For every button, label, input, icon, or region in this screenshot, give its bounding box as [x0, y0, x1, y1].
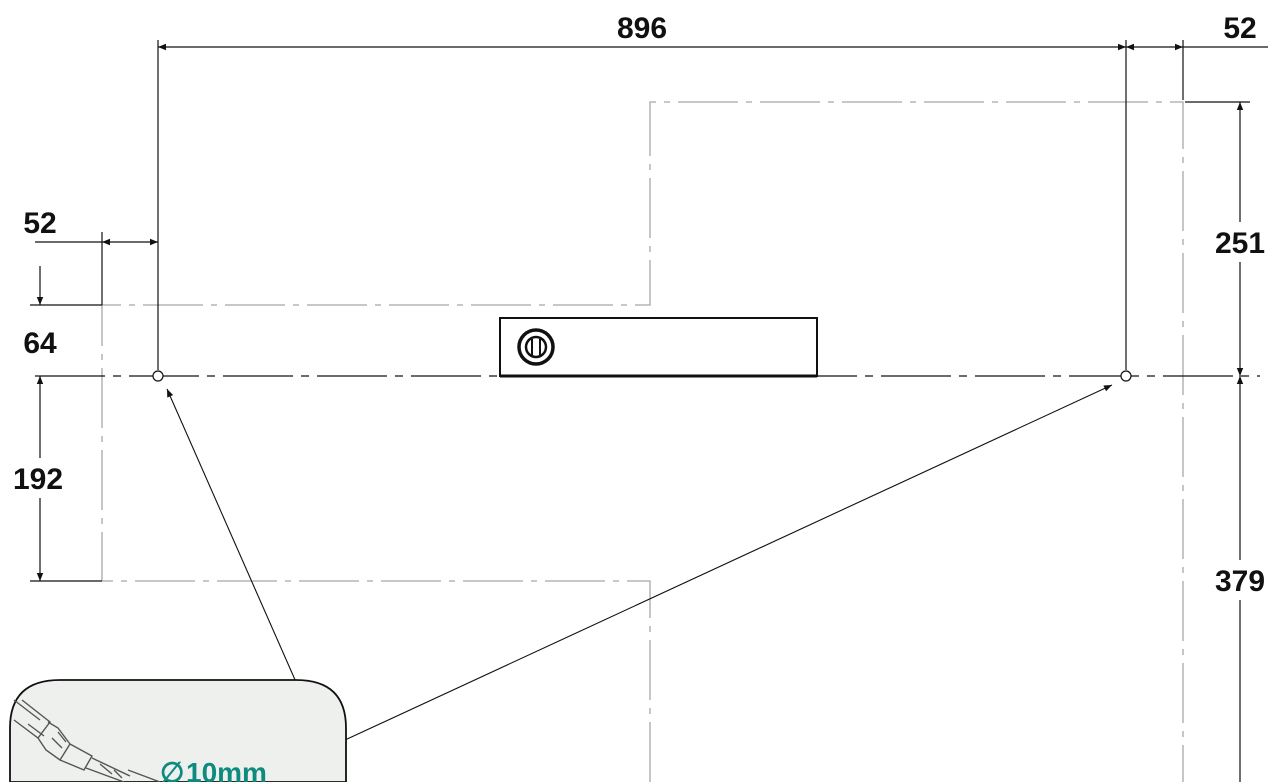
- spirit-level-icon: [499, 317, 818, 378]
- dim-left-offset: 52: [23, 207, 56, 240]
- dimension-lines: [35, 43, 1268, 782]
- dim-top-width: 896: [617, 12, 667, 45]
- drill-callout: ∅ 10mm: [9, 679, 347, 782]
- diameter-symbol: ∅: [160, 757, 184, 782]
- extension-lines: [30, 40, 1250, 582]
- drill-size-label: 10mm: [186, 757, 267, 782]
- drill-icon: [13, 699, 161, 782]
- dim-right-upper: 251: [1215, 227, 1265, 260]
- mounting-hole-right: [1120, 370, 1132, 382]
- dim-left-vertical: 64: [23, 327, 57, 360]
- dim-left-lower: 192: [13, 463, 63, 496]
- dim-right-lower: 379: [1215, 565, 1265, 598]
- mounting-hole-left: [152, 370, 164, 382]
- leader-lines: [166, 384, 1113, 741]
- product-outline: [101, 101, 1184, 782]
- dim-top-right: 52: [1223, 12, 1256, 45]
